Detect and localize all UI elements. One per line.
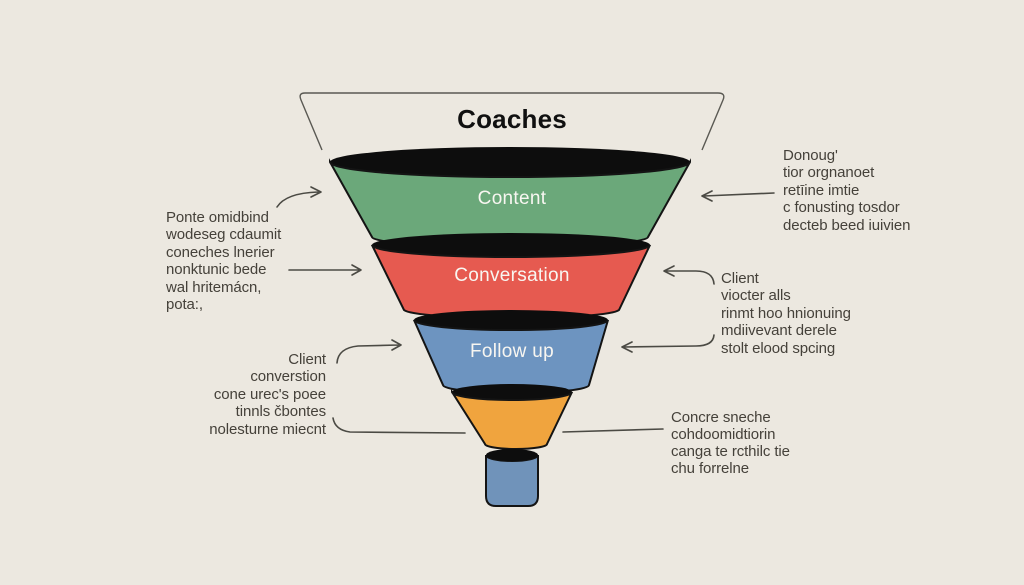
annotation-line: wodeseg cdaumit xyxy=(166,226,282,244)
annotation-line: Donoug' xyxy=(783,147,838,164)
conversation-rim-ellipse xyxy=(372,233,650,257)
annotation-line: mdiivevant derele xyxy=(721,322,837,340)
diagram-title: Coaches xyxy=(457,104,567,134)
segment-label-content: Content xyxy=(477,188,547,209)
annotation-line: wal hritemácn, xyxy=(166,278,262,296)
arrow-left-to-followup-icon xyxy=(336,339,402,364)
annotation-left-bottom: Client converstion cone urec's poee tinn… xyxy=(170,351,326,438)
followup-rim-ellipse xyxy=(414,310,608,330)
annotation-right-top: Donoug' tior orgnanoet retīine imtie c f… xyxy=(783,147,910,234)
annotation-line: coneches lnerier xyxy=(166,243,275,261)
annotation-line: rinmt hoo hnionuing xyxy=(721,304,851,322)
arrow-left-to-conversation-icon xyxy=(288,264,362,276)
arrow-right-to-followup-icon xyxy=(621,334,715,353)
top-bracket-outline xyxy=(299,92,725,151)
annotation-line: Client xyxy=(721,270,759,287)
segment-label-conversation: Conversation xyxy=(454,265,570,286)
annotation-line: pota:, xyxy=(166,296,203,314)
orange-rim-ellipse xyxy=(452,384,572,400)
annotation-line: Ponte omidbind xyxy=(166,209,269,226)
annotation-line: cohdoomidtiorin xyxy=(671,426,776,443)
annotation-line: retīine imtie xyxy=(783,181,860,199)
annotation-line: canga te rcthilc tie xyxy=(671,443,790,460)
funnel-segment-orange xyxy=(450,388,573,450)
annotation-line: nonktunic bede xyxy=(166,261,267,279)
annotation-line: stolt elood spcing xyxy=(721,339,836,357)
annotation-line: c fonusting tosdor xyxy=(783,199,900,217)
arrow-right-to-content-icon xyxy=(701,190,775,202)
arrow-left-to-content-icon xyxy=(276,186,322,208)
annotation-right-bottom: Concre sneche cohdoomidtiorin canga te r… xyxy=(671,409,790,477)
annotation-right-middle: Client viocter alls rinmt hoo hnionuing … xyxy=(721,270,851,357)
connector-left-bottom-line xyxy=(332,417,466,434)
segment-label-followup: Follow up xyxy=(469,341,555,362)
annotation-line: viocter alls xyxy=(721,287,791,305)
annotation-line: converstion xyxy=(250,368,326,386)
funnel-spout-cylinder xyxy=(485,454,539,507)
connector-right-bottom-line xyxy=(562,428,664,433)
annotation-line: tior orgnanoet xyxy=(783,164,875,182)
annotation-line: chu forrelne xyxy=(671,460,750,477)
annotation-line: Client xyxy=(288,351,326,368)
annotation-line: nolesturne miecnt xyxy=(209,420,326,438)
spout-rim-ellipse xyxy=(486,449,538,461)
content-rim-ellipse xyxy=(330,147,690,177)
annotation-left-top: Ponte omidbind wodeseg cdaumit coneches … xyxy=(166,209,281,313)
annotation-line: Concre sneche xyxy=(671,409,771,426)
annotation-line: cone urec's poee xyxy=(213,385,326,403)
arrow-right-to-conversation-icon xyxy=(663,265,715,285)
annotation-line: tinnls čbontes xyxy=(235,403,326,421)
annotation-line: decteb beed iuivien xyxy=(783,216,911,234)
